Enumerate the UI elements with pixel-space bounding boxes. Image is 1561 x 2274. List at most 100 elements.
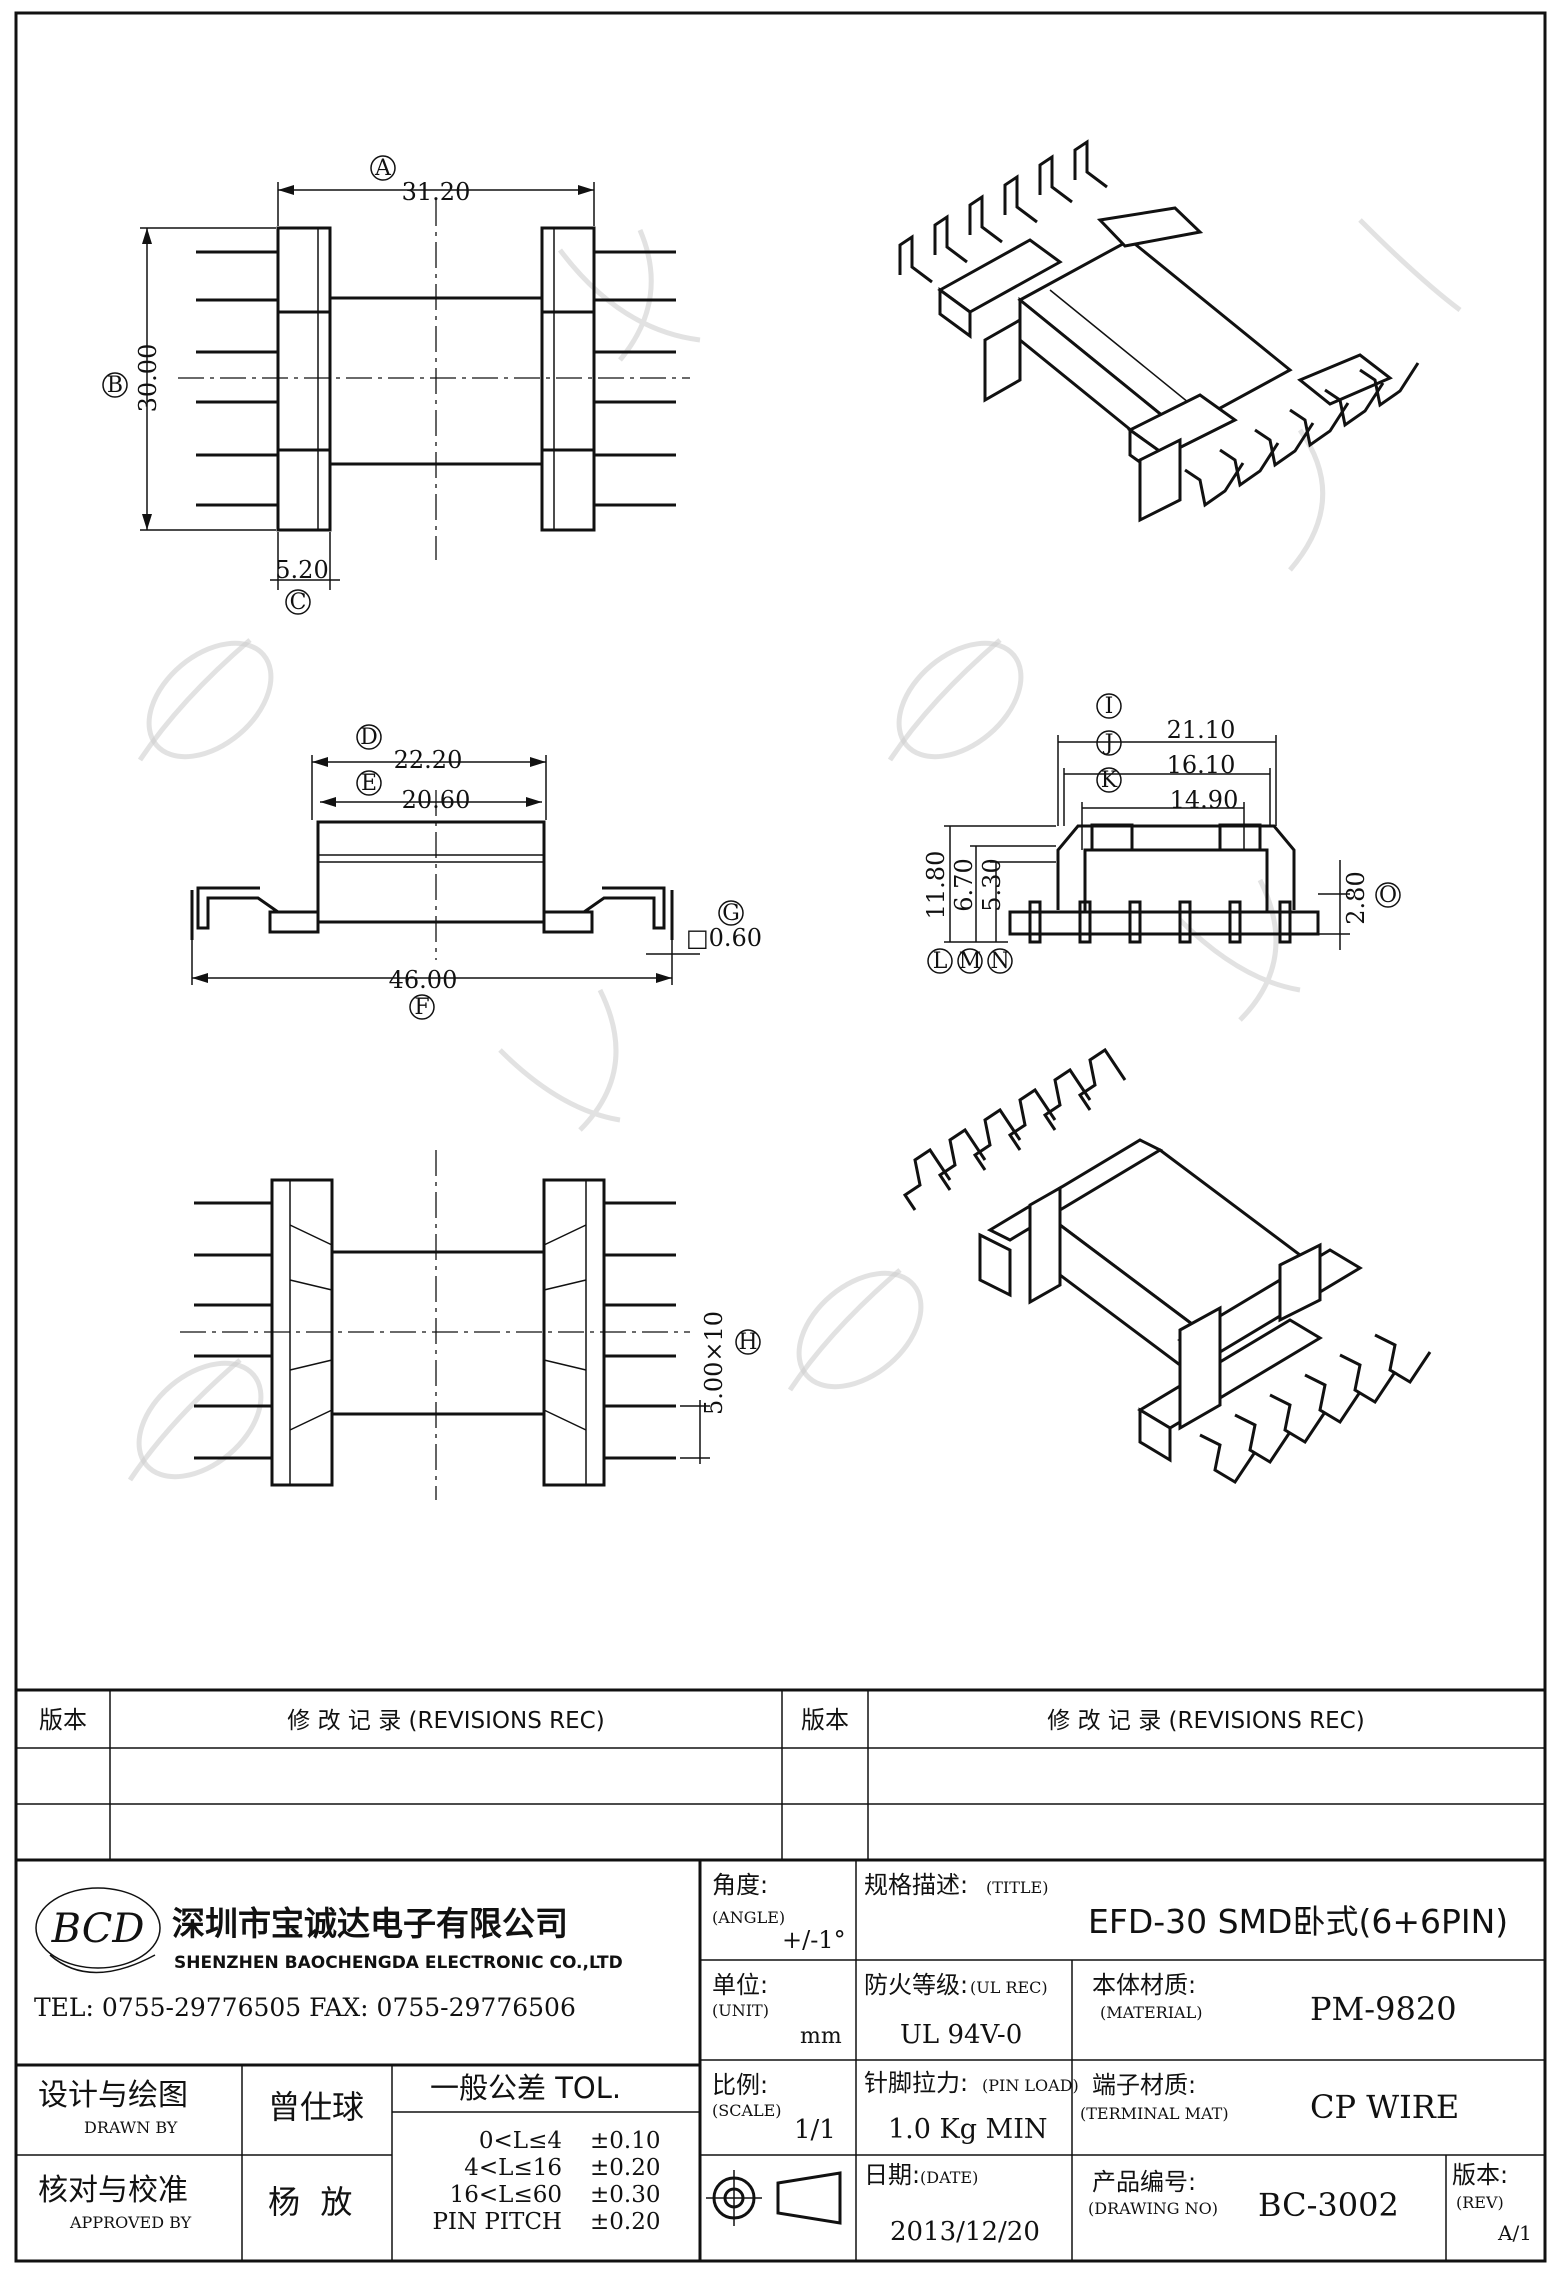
- callout-k: K: [1101, 768, 1118, 793]
- scale-label: 比例:: [712, 2071, 768, 2099]
- dim-j-value: 16.10: [1167, 751, 1236, 779]
- dim-e-value: 20.60: [402, 786, 471, 814]
- approved-value: 杨 放: [268, 2183, 352, 2221]
- callout-f: F: [414, 995, 429, 1020]
- terminal-label: 端子材质:: [1092, 2071, 1196, 2099]
- dim-g-value: □0.60: [686, 924, 762, 952]
- dim-a-value: 31.20: [402, 178, 471, 206]
- watermark-stroke-3: [498, 988, 621, 1132]
- title-value: EFD-30 SMD卧式(6+6PIN): [1088, 1902, 1508, 1941]
- rev-record-header-right: 修 改 记 录 (REVISIONS REC): [1047, 1708, 1364, 1734]
- terminal-value: CP WIRE: [1310, 2088, 1459, 2126]
- bottom-view-left-pins: [194, 1201, 272, 1460]
- watermark-bcd-3: [127, 1358, 264, 1482]
- drawing-no-label-en: (DRAWING NO): [1088, 2199, 1218, 2218]
- rev-label-en: (REV): [1456, 2193, 1504, 2212]
- callout-j: J: [1103, 731, 1114, 756]
- title-block: BCD 深圳市宝诚达电子有限公司 SHENZHEN BAOCHENGDA ELE…: [14, 1858, 1547, 2263]
- callout-b: B: [107, 373, 123, 398]
- dim-c-value: 5.20: [275, 556, 328, 584]
- date-label: 日期:: [864, 2161, 920, 2189]
- dim-o-value: 2.80: [1342, 871, 1370, 924]
- ul-label: 防火等级:: [864, 1971, 968, 1999]
- approved-label-en: APPROVED BY: [69, 2213, 192, 2232]
- tol-range-0: 0<L≤4: [479, 2128, 562, 2154]
- isometric-upper-pins-top: [898, 139, 1108, 284]
- pinload-value: 1.0 Kg MIN: [888, 2114, 1048, 2145]
- watermark-stroke-1: [558, 229, 701, 362]
- dim-b-value: 30.00: [134, 344, 162, 413]
- watermark-bcd-2: [887, 638, 1024, 762]
- unit-label-en: (UNIT): [712, 2001, 769, 2020]
- dim-h-value: 5.00×10: [700, 1311, 728, 1415]
- revision-table: 版本 修 改 记 录 (REVISIONS REC) 版本 修 改 记 录 (R…: [14, 1688, 1547, 1862]
- watermark-bcd-4: [787, 1268, 924, 1392]
- material-value: PM-9820: [1310, 1990, 1457, 2028]
- drawn-value: 曾仕球: [268, 2088, 364, 2126]
- angle-label-en: (ANGLE): [712, 1908, 785, 1927]
- rev-version-header-right: 版本: [801, 1706, 849, 1734]
- callout-g: G: [722, 901, 740, 926]
- top-view-left-pins: [196, 250, 278, 507]
- title-label-en: (TITLE): [986, 1878, 1048, 1897]
- rev-value: A/1: [1497, 2221, 1532, 2245]
- title-label: 规格描述:: [864, 1871, 968, 1899]
- tol-value-1: ±0.20: [590, 2155, 660, 2181]
- callout-e: E: [361, 771, 377, 796]
- third-angle-projection-icon: [706, 2170, 842, 2226]
- bottom-view-right-pins: [604, 1201, 676, 1460]
- callout-c: C: [290, 590, 307, 615]
- angle-label: 角度:: [712, 1871, 768, 1899]
- bottom-view-core: [330, 1250, 546, 1416]
- dim-m-value: 6.70: [950, 858, 978, 911]
- callout-i: I: [1105, 694, 1114, 719]
- dim-f-value: 46.00: [389, 966, 458, 994]
- logo-text: BCD: [51, 1906, 145, 1952]
- isometric-view-upper: [898, 139, 1420, 523]
- company-name-cn: 深圳市宝诚达电子有限公司: [172, 1904, 568, 1943]
- dim-k-value: 14.90: [1170, 786, 1239, 814]
- isometric-upper-pins-bottom: [1184, 362, 1420, 508]
- ul-label-en: (UL REC): [970, 1978, 1048, 1997]
- unit-value: mm: [800, 2024, 842, 2049]
- pinload-label: 针脚拉力:: [864, 2069, 968, 2097]
- front-view-body: [316, 820, 546, 924]
- unit-label: 单位:: [712, 1971, 768, 1999]
- company-name-en: SHENZHEN BAOCHENGDA ELECTRONIC CO.,LTD: [174, 1953, 623, 1973]
- watermark-bcd-1: [137, 638, 274, 762]
- material-label-en: (MATERIAL): [1100, 2003, 1202, 2022]
- top-view: 31.20 A 30.00 B 5.20 C: [102, 155, 690, 615]
- rev-label: 版本:: [1452, 2161, 1508, 2189]
- drawn-label-en: DRAWN BY: [84, 2118, 178, 2137]
- scale-value: 1/1: [794, 2115, 836, 2145]
- tol-value-2: ±0.30: [590, 2182, 660, 2208]
- date-value: 2013/12/20: [890, 2217, 1040, 2247]
- dim-l-value: 11.80: [922, 851, 950, 920]
- tolerance-title: 一般公差 TOL.: [430, 2071, 621, 2105]
- material-label: 本体材质:: [1092, 1971, 1196, 1999]
- isometric-lower-pins-bottom: [1199, 1333, 1432, 1485]
- pinload-label-en: (PIN LOAD): [982, 2076, 1079, 2095]
- tol-range-1: 4<L≤16: [464, 2155, 562, 2181]
- top-view-right-pins: [594, 250, 676, 507]
- isometric-lower-pins-top: [902, 1047, 1127, 1211]
- terminal-label-en: (TERMINAL MAT): [1080, 2104, 1229, 2123]
- angle-value: +/-1°: [782, 1926, 846, 1954]
- side-view-pins: [1028, 900, 1292, 944]
- company-logo: BCD: [35, 1887, 161, 1974]
- callout-o: O: [1379, 883, 1397, 908]
- callout-a: A: [374, 156, 392, 181]
- tol-value-3: ±0.20: [590, 2209, 660, 2235]
- dim-i-value: 21.10: [1167, 716, 1236, 744]
- callout-h: H: [738, 1330, 757, 1355]
- callout-m: M: [959, 949, 982, 974]
- tol-value-0: ±0.10: [590, 2128, 660, 2154]
- scale-label-en: (SCALE): [712, 2101, 782, 2120]
- rev-version-header-left: 版本: [39, 1706, 87, 1734]
- callout-n: N: [990, 949, 1009, 974]
- top-view-left-flange: [276, 226, 332, 532]
- ul-value: UL 94V-0: [900, 2020, 1022, 2050]
- callout-l: L: [933, 949, 948, 974]
- side-view: 21.10 I 16.10 J 14.90 K 11.80 6.70 5.30 …: [922, 693, 1401, 974]
